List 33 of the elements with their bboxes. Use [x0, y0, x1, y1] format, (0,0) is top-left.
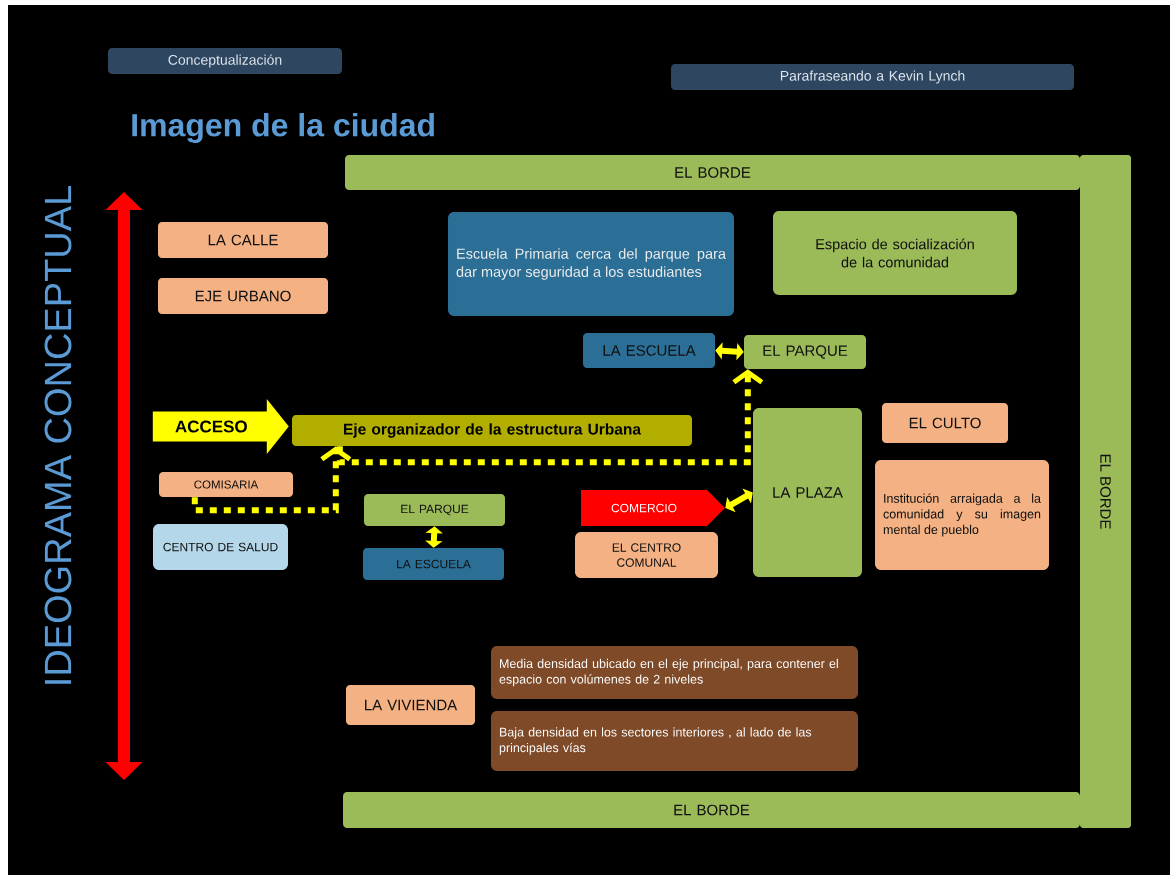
concept-box: LA ESCUELA [583, 333, 715, 368]
concept-box: CENTRO DE SALUD [153, 524, 288, 570]
header-box: Parafraseando a Kevin Lynch [671, 64, 1074, 90]
concept-box: EL CENTRO COMUNAL [575, 532, 718, 578]
concept-box: EL PARQUE [744, 335, 866, 369]
node-label: EL BORDE [675, 167, 751, 178]
concept-box: COMISARIA [159, 472, 293, 497]
arrow [336, 369, 764, 466]
concept-box: EL PARQUE [364, 494, 505, 526]
note-box: Baja densidad en los sectores interiores , al lado de las principales vías [491, 711, 858, 771]
vertical-title: IDEOGRAMA CONCEPTUAL [44, 186, 72, 684]
concept-box: LA ESCUELA [363, 548, 504, 580]
header-box: Conceptualización [108, 48, 342, 74]
border-band: EL BORDE [345, 155, 1080, 190]
arrow [191, 446, 352, 514]
border-band: EL BORDE [1080, 155, 1131, 828]
edge-label: ACCESO [173, 419, 249, 434]
node-label: EL BORDE [674, 804, 750, 816]
note-box: Media densidad ubicado en el eje principal, para contener el espacio con volúmenes de 2 niveles [491, 646, 858, 699]
concept-box: EJE URBANO [158, 278, 328, 314]
arrow [725, 488, 753, 513]
concept-box: LA PLAZA [753, 408, 862, 577]
concept-box: LA CALLE [158, 222, 328, 258]
note-box: Espacio de socialización de la comunidad [773, 211, 1017, 295]
note-box: Institución arraigada a la comunidad y su imagen mental de pueblo [875, 460, 1049, 570]
flag-box: COMERCIO [581, 490, 725, 526]
border-band: EL BORDE [343, 792, 1080, 828]
arrow [425, 526, 443, 548]
concept-box: LA VIVIENDA [346, 685, 475, 725]
concept-box: EL CULTO [882, 403, 1008, 443]
title: Imagen de la ciudad [132, 113, 434, 143]
note-box: Escuela Primaria cerca del parque para dar mayor seguridad a los estudiantes [448, 212, 734, 316]
axis-box: Eje organizador de la estructura Urbana [292, 415, 692, 446]
